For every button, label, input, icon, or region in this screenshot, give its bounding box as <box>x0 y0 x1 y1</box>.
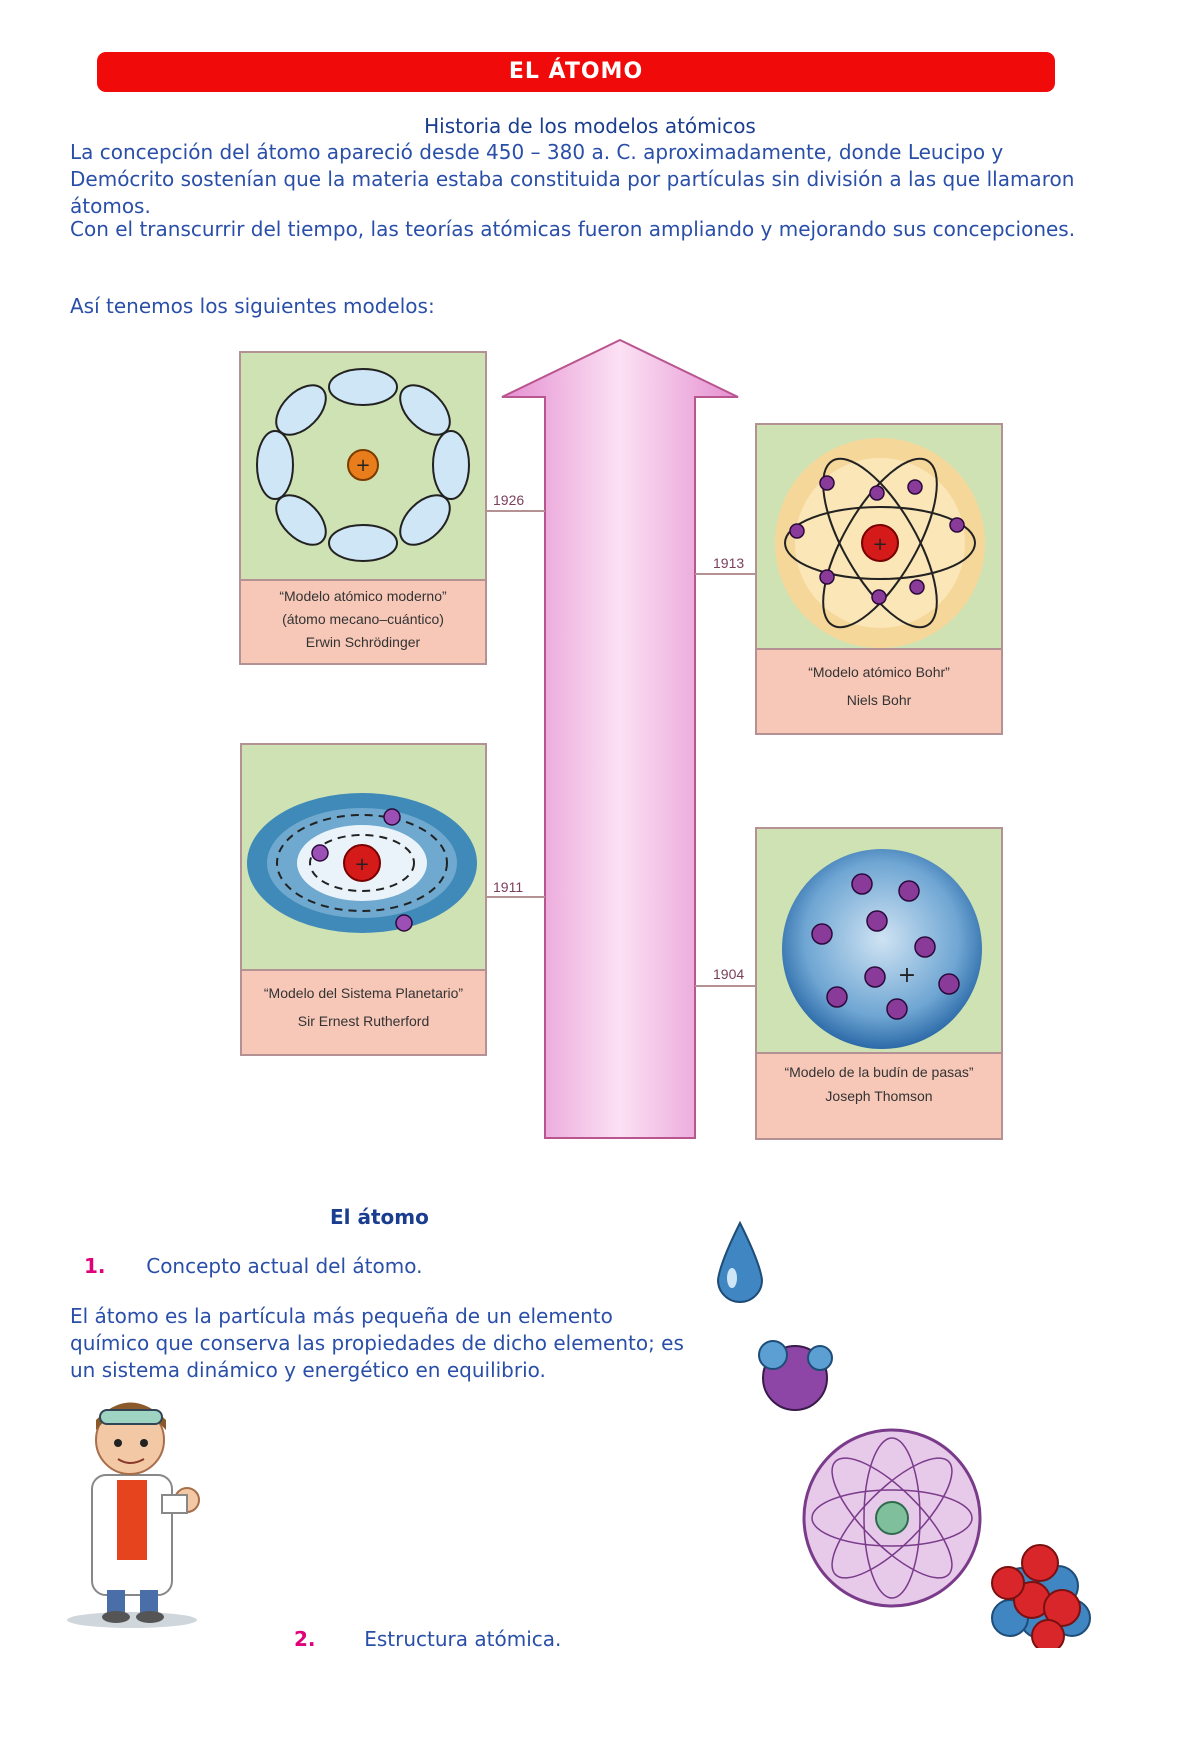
model-card-rutherford: + “Modelo del Sistema Planetario” Sir Er… <box>240 743 487 1056</box>
year-label: 1926 <box>493 492 525 508</box>
model-author: Sir Ernest Rutherford <box>297 1013 430 1029</box>
evolution-paragraph: Con el transcurrir del tiempo, las teorí… <box>70 217 1076 241</box>
model-title: “Modelo atómico Bohr” <box>808 664 950 680</box>
timeline-tick <box>695 573 755 575</box>
intro-paragraph: La concepción del átomo apareció desde 4… <box>70 140 1075 218</box>
list-text: Estructura atómica. <box>364 1627 562 1651</box>
quantum-model-icon: + <box>256 368 470 562</box>
year-label: 1913 <box>713 555 745 571</box>
molecules-illustration <box>716 1220 1091 1648</box>
model-title: “Modelo del Sistema Planetario” <box>263 985 464 1001</box>
model-author: Niels Bohr <box>846 692 912 708</box>
year-label: 1911 <box>493 879 524 895</box>
scientist-illustration <box>67 1402 200 1628</box>
model-title: “Modelo de la budín de pasas” <box>784 1064 974 1080</box>
svg-text:+: + <box>354 854 369 875</box>
model-card-bohr: + “Modelo atómico Bohr” Niels Bohr <box>755 423 1003 735</box>
plum-pudding-model-icon: + <box>782 849 982 1049</box>
model-title: “Modelo atómico moderno” <box>279 588 447 604</box>
model-author: Erwin Schrödinger <box>305 634 421 650</box>
year-label: 1904 <box>713 966 745 982</box>
atom-definition: El átomo es la partícula más pequeña de … <box>70 1304 684 1382</box>
model-card-thomson: + “Modelo de la budín de pasas” Joseph T… <box>755 827 1003 1140</box>
svg-text:+: + <box>872 534 887 555</box>
list-text: Concepto actual del átomo. <box>146 1254 423 1278</box>
list-item-2: 2. Estructura atómica. <box>294 1627 561 1651</box>
page-banner: EL ÁTOMO <box>97 52 1055 92</box>
timeline-arrow <box>501 338 739 1139</box>
model-subtitle: (átomo mecano–cuántico) <box>282 611 444 627</box>
list-number: 2. <box>294 1627 316 1651</box>
model-card-schrodinger: + “Modelo atómico moderno” (átomo mecano… <box>239 351 487 665</box>
bohr-model-icon: + <box>775 438 985 648</box>
list-number: 1. <box>84 1254 106 1278</box>
models-intro: Así tenemos los siguientes modelos: <box>70 294 435 318</box>
planetary-model-icon: + <box>247 793 477 933</box>
list-item-1: 1. Concepto actual del átomo. <box>84 1254 422 1278</box>
timeline-tick <box>487 510 545 512</box>
model-author: Joseph Thomson <box>825 1088 933 1104</box>
timeline-tick <box>487 896 545 898</box>
svg-text:+: + <box>898 963 916 988</box>
atom-heading: El átomo <box>330 1205 429 1229</box>
svg-text:+: + <box>355 455 370 476</box>
timeline-tick <box>695 985 755 987</box>
section-subtitle: Historia de los modelos atómicos <box>424 114 756 138</box>
